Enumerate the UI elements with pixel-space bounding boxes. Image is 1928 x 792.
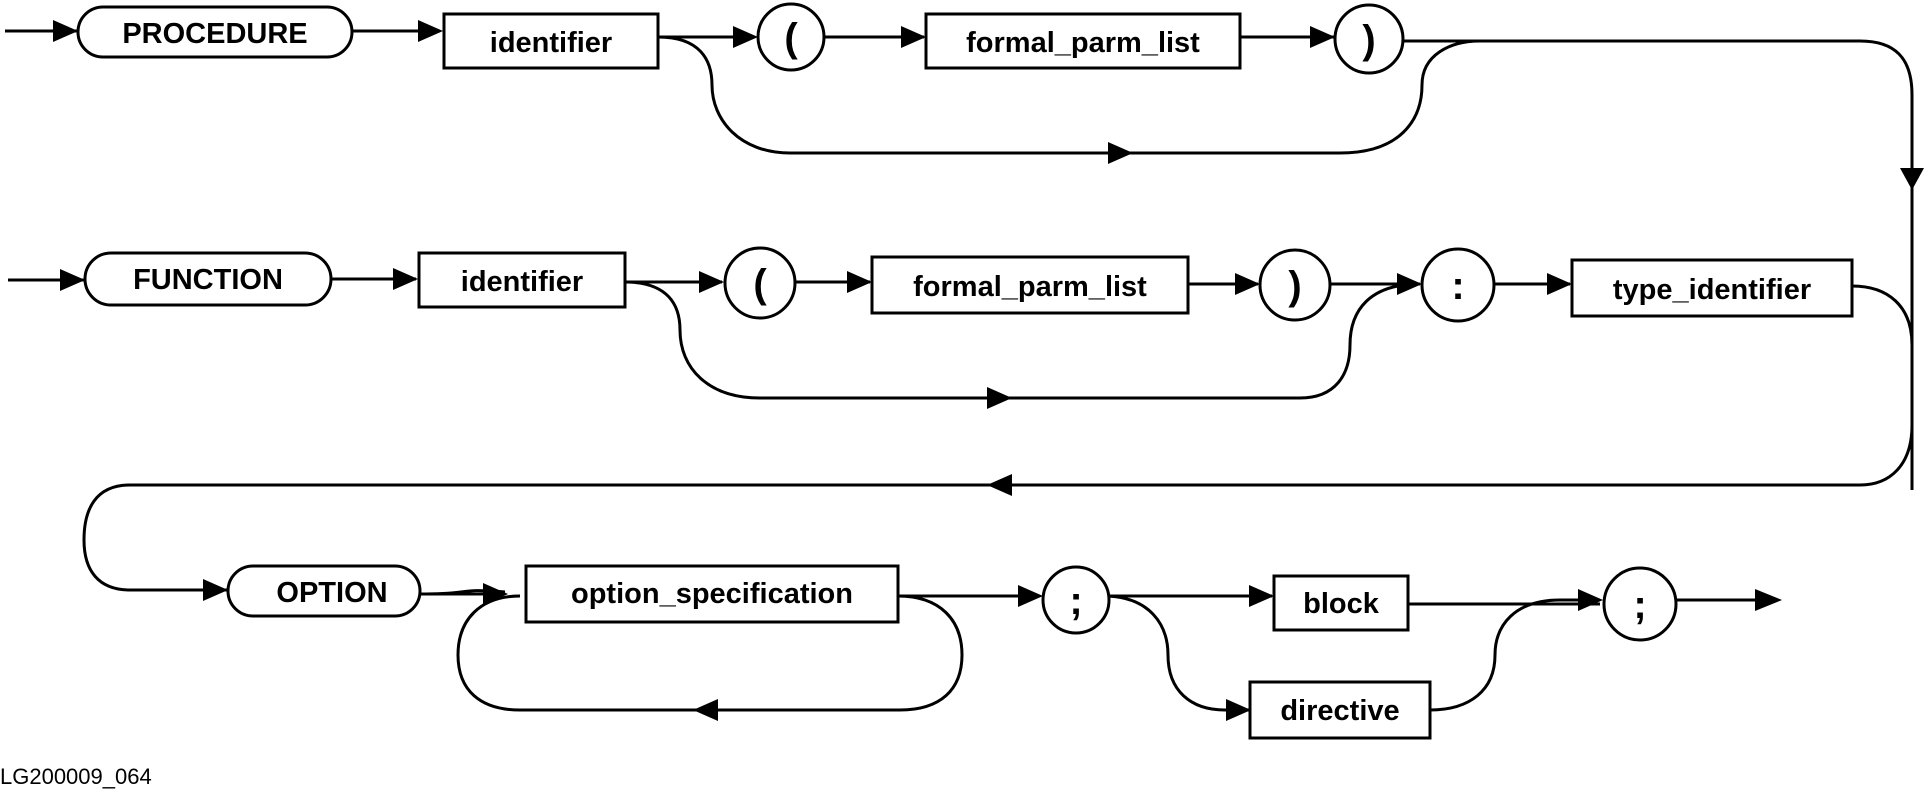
option-specification-label: option_specification [571,578,853,610]
function-keyword [83,251,333,307]
procedure-params-label: formal_parm_list [966,27,1200,59]
arrow-head [1108,142,1133,164]
procedure-keyword-label: PROCEDURE [122,18,307,50]
option-keyword-label: OPTION [276,577,387,609]
option-directive-label: directive [1280,695,1399,727]
function-open-paren-label: ( [753,262,767,306]
function-identifier-label: identifier [461,266,583,298]
arrow-head [418,20,443,42]
procedure-identifier-label: identifier [490,27,612,59]
function-params [870,255,1190,315]
function-type-identifier [1570,258,1854,318]
arrow-head [1310,26,1335,48]
function-open-paren [723,246,797,320]
option-row: OPTION option_specification ; block dire… [203,564,1782,740]
arrow-head [1235,273,1260,295]
procedure-open-paren [756,2,826,72]
arrow-head [847,271,872,293]
procedure-close-paren [1333,3,1405,75]
option-semicolon-1-label: ; [1069,579,1082,623]
option-semicolon-1 [1041,565,1111,635]
arrow-head [483,583,508,605]
procedure-row: PROCEDURE identifier ( formal_parm_list … [5,2,1924,490]
option-semicolon-2 [1602,566,1678,642]
procedure-identifier [442,12,660,70]
arrow-head [1397,273,1422,295]
arrow-head [699,271,724,293]
function-params-label: formal_parm_list [913,271,1147,303]
function-type-identifier-label: type_identifier [1613,274,1811,306]
arrow-head [987,387,1012,409]
procedure-close-paren-label: ) [1362,18,1375,62]
procedure-open-paren-label: ( [784,16,798,60]
function-colon [1420,247,1496,323]
procedure-params [924,12,1242,70]
arrow-head [1018,585,1043,607]
arrow-head [1249,585,1274,607]
arrow-head [987,474,1012,496]
function-colon-label: : [1451,264,1464,308]
arrow-head [901,26,926,48]
arrow-head [693,699,718,721]
arrow-head [1755,589,1782,611]
arrow-head [203,579,228,601]
arrow-head [1578,589,1603,611]
function-identifier [417,251,627,309]
option-specification [524,564,900,624]
arrow-head [1547,273,1572,295]
option-directive [1248,680,1432,740]
procedure-keyword [76,5,354,59]
function-close-paren-label: ) [1288,264,1301,308]
option-semicolon-2-label: ; [1633,583,1646,627]
arrow-head [53,20,78,42]
function-keyword-label: FUNCTION [133,264,283,296]
arrow-head [393,268,418,290]
option-block [1272,574,1410,632]
function-close-paren [1258,248,1332,322]
option-block-label: block [1303,588,1380,620]
function-row: FUNCTION identifier ( formal_parm_list )… [8,246,1914,592]
figure-id: LG200009_064 [0,764,152,789]
arrow-head [733,26,758,48]
option-keyword [226,564,422,618]
arrow-head [1226,699,1251,721]
arrow-head [60,269,85,291]
arrow-head [1900,168,1924,190]
